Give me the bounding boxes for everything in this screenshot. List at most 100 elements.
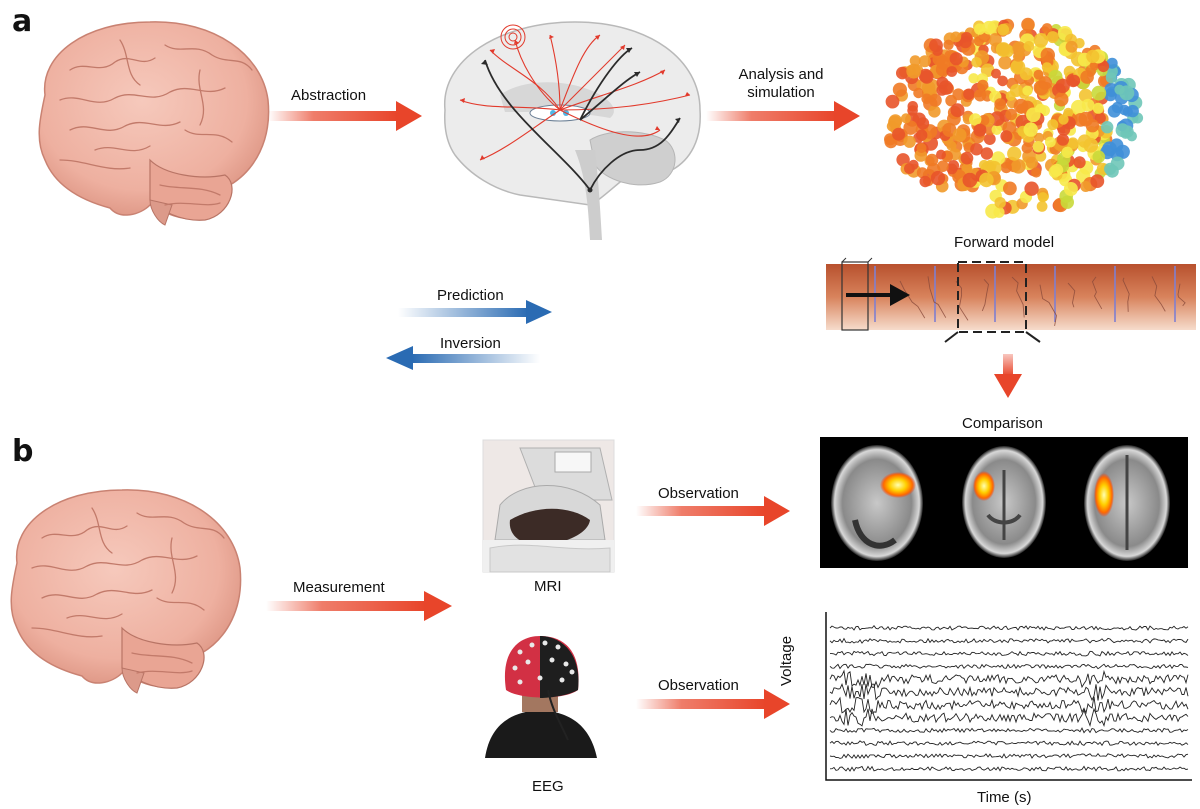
- simulation-node: [1094, 112, 1106, 124]
- eeg-trace: [829, 752, 1189, 760]
- cell-branch: [1122, 277, 1130, 312]
- simulation-node: [936, 149, 946, 160]
- simulation-node: [968, 73, 979, 84]
- cell-branch: [1011, 276, 1025, 318]
- simulation-node: [977, 79, 989, 91]
- label-time-axis: Time (s): [977, 789, 1032, 806]
- arrow-measurement: [266, 591, 452, 621]
- label-voltage-axis: Voltage: [778, 635, 795, 686]
- eeg-trace: [829, 683, 1189, 701]
- simulation-node: [1092, 102, 1104, 114]
- cell-branch: [1151, 276, 1166, 312]
- simulation-node: [918, 55, 931, 68]
- eeg-trace: [829, 696, 1189, 715]
- simulation-node: [950, 31, 962, 43]
- simulation-node: [896, 66, 909, 80]
- simulation-node: [1005, 108, 1018, 121]
- simulation-node: [962, 172, 978, 188]
- simulation-node: [943, 39, 954, 50]
- label-observation-mri: Observation: [658, 485, 739, 502]
- simulation-node: [946, 66, 958, 77]
- mri-coronal: [962, 446, 1046, 558]
- mri-scan-images: [820, 437, 1188, 568]
- simulation-node: [1063, 182, 1078, 196]
- simulation-node: [916, 167, 928, 179]
- eeg-trace: [829, 707, 1189, 728]
- simulation-node: [916, 117, 930, 130]
- eeg-trace: [829, 669, 1189, 689]
- simulation-node: [1080, 181, 1092, 192]
- simulation-node: [937, 160, 949, 172]
- simulation-node: [973, 123, 987, 137]
- simulation-node: [1126, 104, 1139, 118]
- simulation-node: [1054, 92, 1069, 107]
- arrow-comparison: [994, 354, 1022, 398]
- simulation-node: [979, 172, 994, 188]
- simulation-node: [959, 36, 972, 49]
- cell-branch: [1177, 283, 1186, 307]
- arrow-prediction: [398, 300, 552, 324]
- simulation-node: [988, 33, 1002, 47]
- cortical-column-diagram: [826, 257, 1196, 343]
- simulation-node: [994, 197, 1006, 209]
- simulation-node: [1050, 163, 1064, 177]
- simulation-node: [973, 89, 987, 102]
- simulation-node: [987, 160, 1002, 176]
- simulation-node: [1024, 181, 1039, 196]
- arrow-abstraction: [268, 101, 422, 131]
- simulation-node: [1101, 121, 1114, 134]
- simulation-node: [1115, 123, 1130, 138]
- simulation-node: [993, 206, 1005, 218]
- simulation-node: [1011, 159, 1026, 174]
- simulation-node: [969, 113, 982, 126]
- eeg-trace: [829, 765, 1189, 772]
- simulation-node: [1032, 141, 1045, 153]
- label-forward-model: Forward model: [954, 234, 1055, 251]
- simulation-node: [936, 76, 949, 89]
- simulation-node: [903, 120, 918, 135]
- label-inversion: Inversion: [440, 335, 501, 352]
- simulation-node: [963, 88, 975, 100]
- simulation-node: [925, 153, 939, 167]
- simulation-node: [1000, 130, 1013, 143]
- simulation-node: [997, 23, 1010, 36]
- simulation-node: [906, 63, 922, 79]
- simulation-node: [1047, 119, 1059, 131]
- simulation-node: [1023, 122, 1038, 137]
- label-comparison: Comparison: [962, 415, 1043, 432]
- simulation-node: [1058, 114, 1069, 125]
- cell-branch: [927, 276, 947, 318]
- simulation-node: [1091, 85, 1107, 101]
- simulation-node: [1037, 192, 1048, 203]
- brain-simulation-render: [884, 17, 1144, 219]
- simulation-node: [1090, 174, 1105, 189]
- simulation-node: [1021, 142, 1033, 154]
- simulation-node: [946, 163, 958, 175]
- arrow-analysis: [706, 101, 860, 131]
- simulation-node: [1038, 76, 1052, 90]
- simulation-node: [952, 128, 967, 142]
- simulation-node: [1041, 23, 1053, 34]
- simulation-node: [980, 147, 993, 160]
- simulation-node: [903, 135, 916, 148]
- brain-network-diagram: [444, 21, 701, 240]
- simulation-node: [1067, 137, 1079, 150]
- panel-letter-a: a: [12, 4, 33, 39]
- label-analysis: Analysis and simulation: [726, 66, 836, 102]
- simulation-node: [1034, 132, 1045, 143]
- cell-branch: [1091, 276, 1103, 310]
- simulation-node: [920, 70, 934, 84]
- simulation-node: [1086, 49, 1100, 64]
- simulation-node: [1022, 85, 1033, 96]
- simulation-node: [921, 93, 932, 105]
- simulation-node: [1092, 150, 1106, 164]
- simulation-node: [1021, 17, 1035, 32]
- label-prediction: Prediction: [437, 287, 504, 304]
- eeg-trace: [829, 624, 1189, 631]
- simulation-node: [1105, 72, 1117, 84]
- simulation-node: [928, 93, 942, 107]
- simulation-node: [1081, 98, 1095, 112]
- simulation-node: [1033, 33, 1049, 48]
- simulation-node: [919, 175, 931, 188]
- simulation-node: [1036, 201, 1048, 212]
